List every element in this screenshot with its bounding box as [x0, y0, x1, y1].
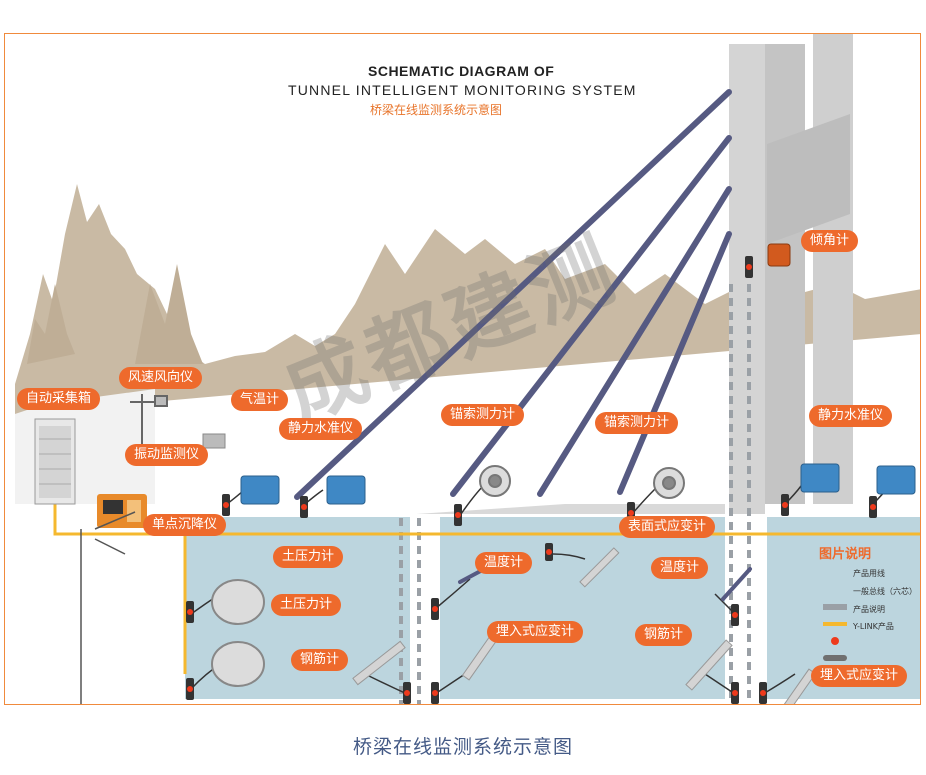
- settlement-gauge: [80, 511, 136, 704]
- tower-right: [813, 34, 853, 504]
- label-vibration: 振动监测仪: [125, 444, 209, 466]
- legend-item-product-line: 产品用线: [853, 569, 885, 578]
- tilt-sensor: [767, 243, 791, 267]
- diagram-frame: 成都建测 自动采集箱 风速风向仪 气温计 振动监测仪 静力水准仪 锚索测力计 锚…: [4, 33, 921, 705]
- label-air-temp: 气温计: [231, 389, 289, 411]
- legend-item-product-note: 产品说明: [853, 605, 885, 614]
- label-rebar-2: 钢筋计: [635, 624, 693, 646]
- label-embedded-2: 埋入式应变计: [811, 665, 908, 687]
- title-line3: 桥梁在线监测系统示意图: [370, 103, 503, 117]
- label-auto-box: 自动采集箱: [17, 388, 101, 410]
- anchor-cells: [479, 465, 685, 499]
- underwater-mid: [440, 517, 725, 699]
- label-hydro-left: 静力水准仪: [279, 418, 363, 440]
- title-line1: SCHEMATIC DIAGRAM OF: [368, 63, 555, 79]
- label-earth-2: 土压力计: [271, 594, 342, 616]
- pier-lines: [399, 284, 751, 704]
- stay-cables: [294, 89, 732, 500]
- label-anchor-1: 锚索测力计: [441, 404, 525, 426]
- legend-title: 图片说明: [819, 547, 872, 562]
- label-hydro-right: 静力水准仪: [809, 405, 893, 427]
- label-anchor-2: 锚索测力计: [595, 412, 679, 434]
- label-surface-strain: 表面式应变计: [619, 516, 716, 538]
- label-tilt: 倾角计: [801, 230, 859, 252]
- vibration-monitor: [97, 494, 147, 528]
- label-settlement: 单点沉降仪: [143, 514, 227, 536]
- label-temp-1: 温度计: [475, 552, 533, 574]
- legend-item-bus: 一般总线（六芯）: [853, 587, 917, 596]
- earth-pressure-cells: [211, 579, 265, 687]
- title-line2: TUNNEL INTELLIGENT MONITORING SYSTEM: [288, 82, 637, 98]
- air-temp-sensor: [202, 433, 226, 449]
- label-earth-1: 土压力计: [273, 546, 344, 568]
- label-rebar-1: 钢筋计: [291, 649, 349, 671]
- caption: 桥梁在线监测系统示意图: [352, 736, 573, 758]
- label-wind: 风速风向仪: [119, 367, 203, 389]
- label-temp-2: 温度计: [651, 557, 709, 579]
- acquisition-box: [34, 418, 76, 505]
- legend-item-ylink: Y-LINK产品: [853, 622, 894, 631]
- hydrostatic-levels: [240, 463, 916, 505]
- label-embedded-1: 埋入式应变计: [487, 621, 584, 643]
